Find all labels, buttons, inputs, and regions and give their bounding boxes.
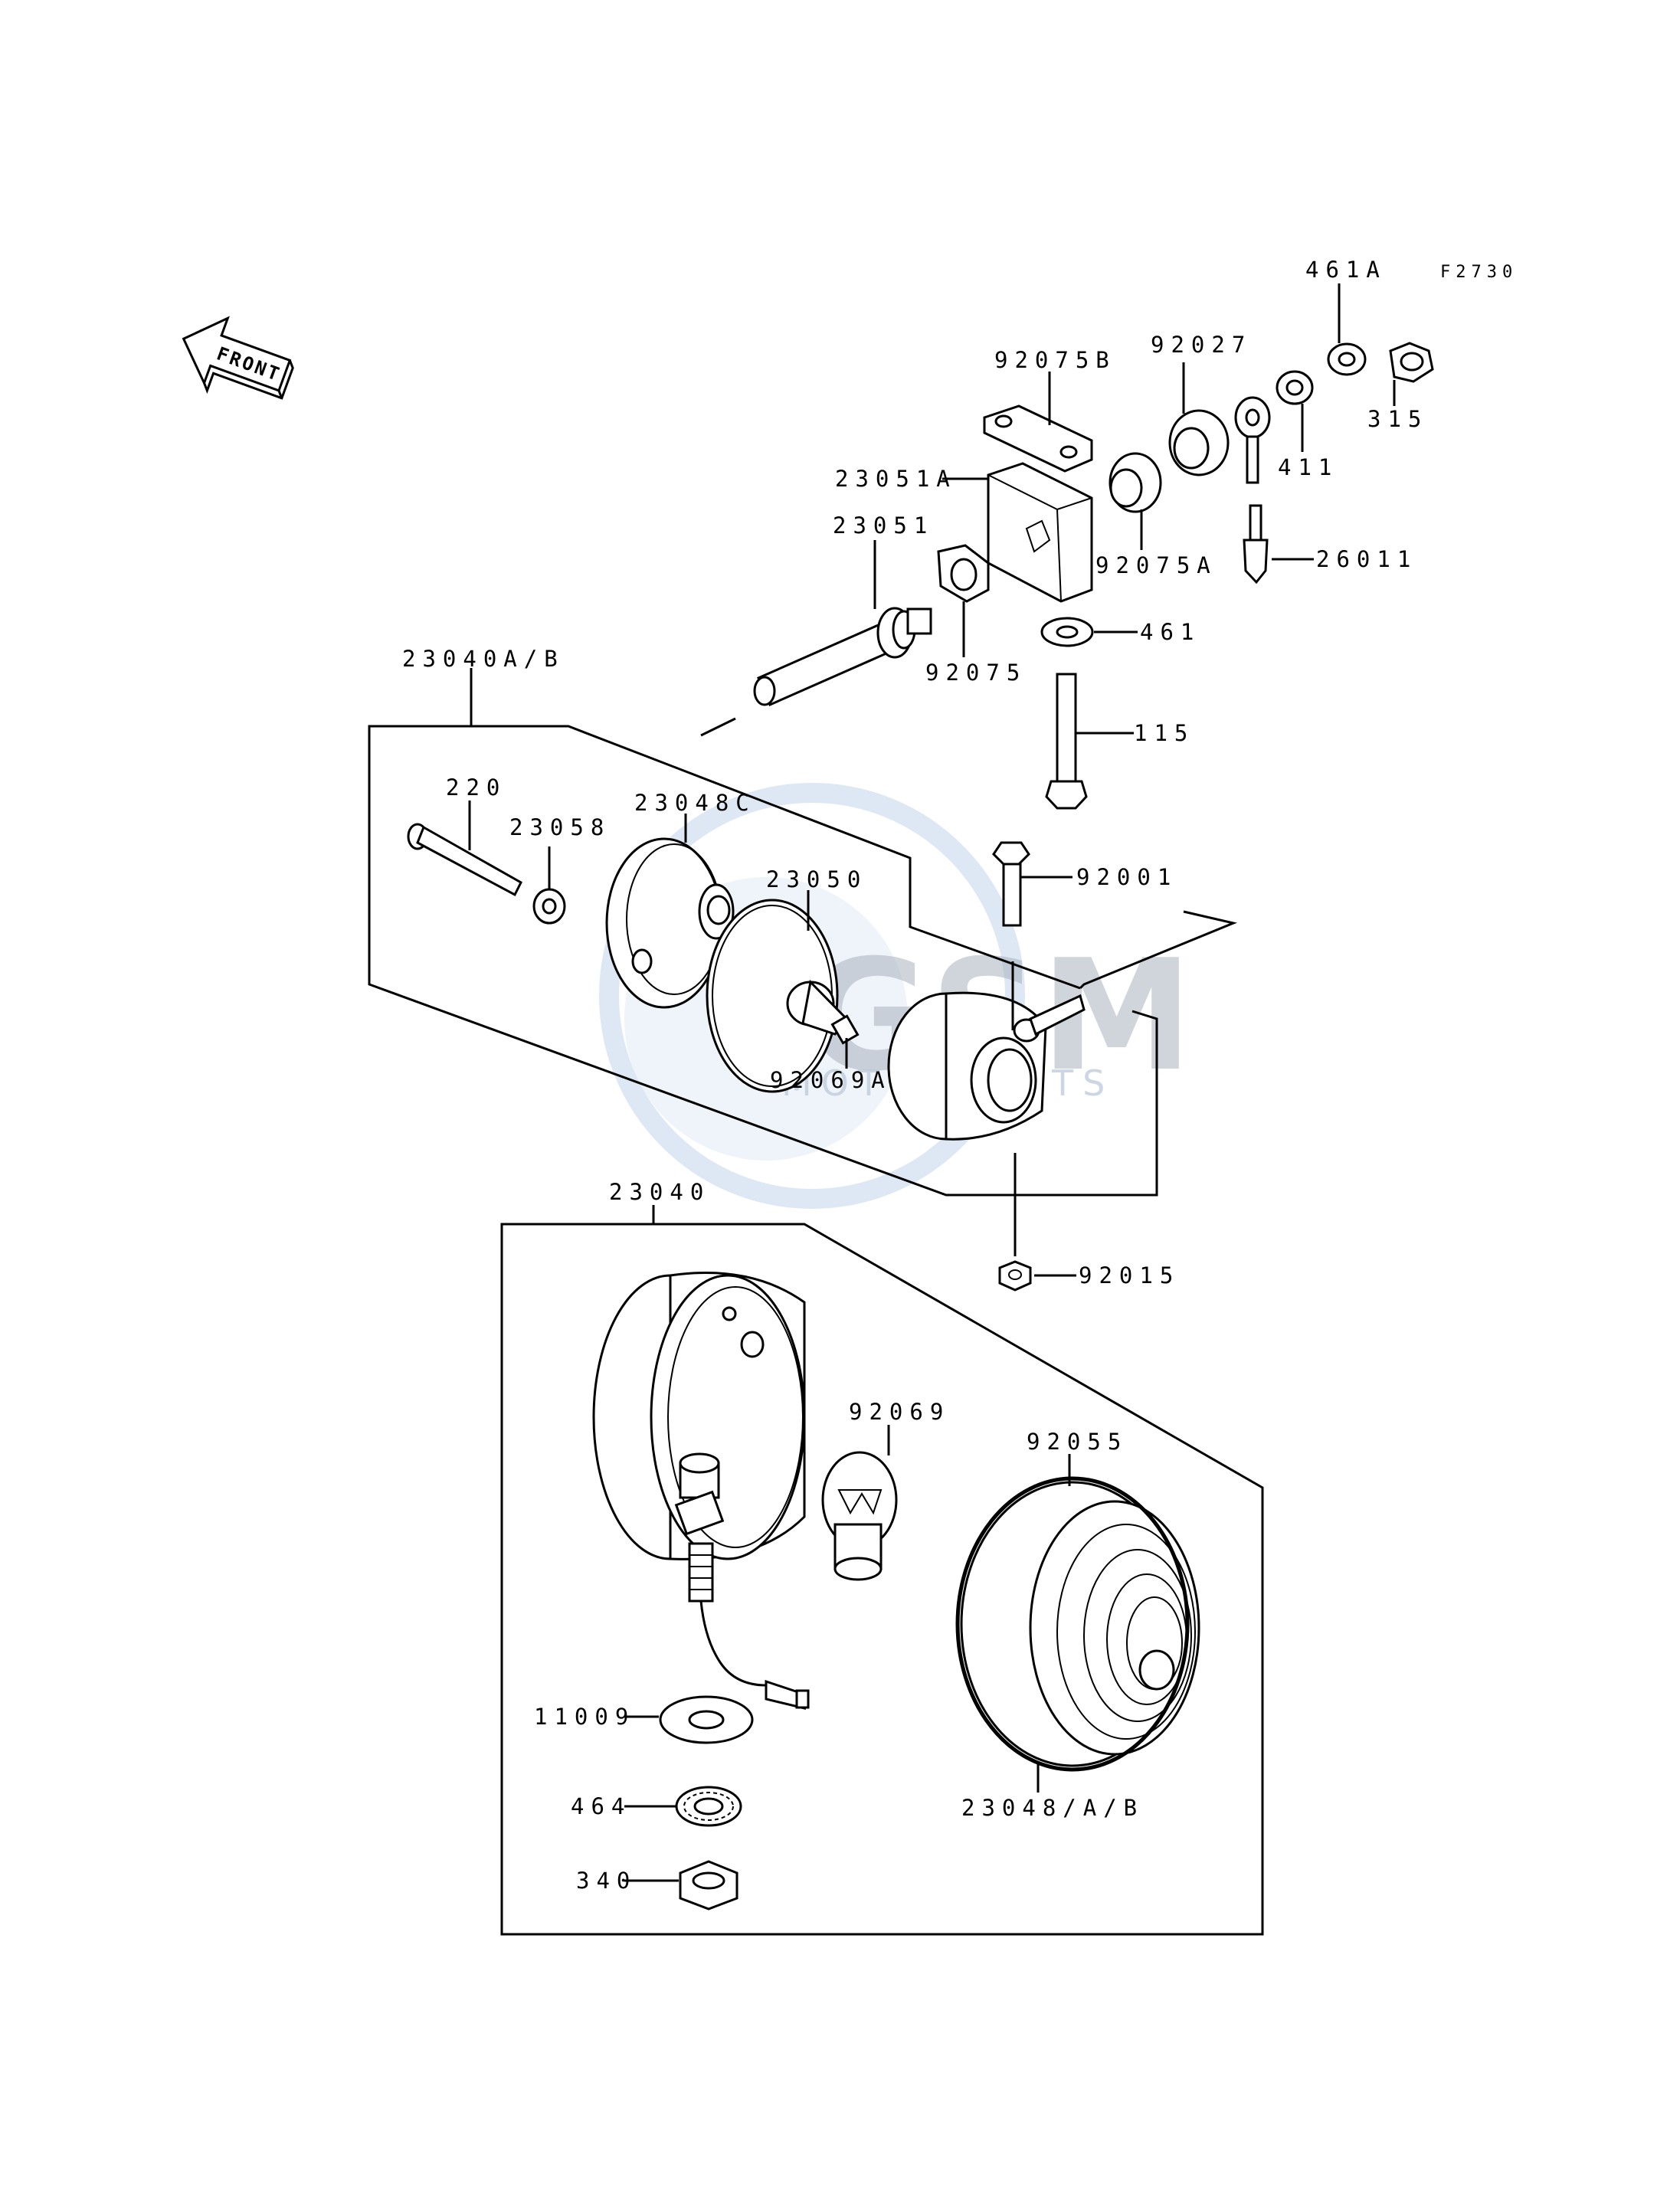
callout-92069A: 92069A <box>770 1067 892 1093</box>
callout-23048C: 23048C <box>634 790 756 816</box>
callout-23058: 23058 <box>509 814 611 840</box>
callout-461A: 461A <box>1305 257 1387 283</box>
callout-23048AB: 23048/A/B <box>961 1795 1144 1821</box>
part-23048AB-lens <box>960 1481 1200 1767</box>
callout-23050: 23050 <box>766 866 867 892</box>
part-26011-terminal <box>1234 396 1271 584</box>
callout-92075B: 92075B <box>994 347 1116 373</box>
part-23051A-bracket <box>987 462 1093 603</box>
callout-461: 461 <box>1140 619 1200 645</box>
callout-92055: 92055 <box>1027 1429 1128 1455</box>
callout-23051: 23051 <box>833 512 934 539</box>
part-23051-stem <box>753 607 932 706</box>
part-92027-damper <box>1168 409 1230 476</box>
callout-23040: 23040 <box>609 1179 710 1205</box>
callout-23040AB: 23040A/B <box>402 646 565 672</box>
part-11009-washer <box>659 1695 754 1744</box>
callout-92075A: 92075A <box>1095 552 1217 578</box>
part-340-nut <box>679 1860 738 1911</box>
callout-92069: 92069 <box>849 1399 950 1425</box>
callout-220: 220 <box>446 774 506 801</box>
callout-92027: 92027 <box>1151 332 1252 358</box>
part-92069A-bulb <box>786 979 860 1045</box>
part-464-lockwasher <box>675 1786 742 1827</box>
part-92075A-grommet <box>1109 452 1162 513</box>
callout-92075: 92075 <box>925 660 1027 686</box>
part-115-bolt <box>1045 673 1088 810</box>
part-92015-nut <box>998 1260 1032 1292</box>
part-411-washer <box>1276 370 1314 405</box>
callout-23051A: 23051A <box>835 466 957 492</box>
callout-92015: 92015 <box>1079 1262 1180 1288</box>
diagram-code: F2730 <box>1440 263 1518 282</box>
part-92001-bolt <box>992 841 1030 927</box>
part-23058-spacer <box>532 888 566 925</box>
part-lamp-housing <box>592 1272 810 1711</box>
callout-26011: 26011 <box>1316 546 1417 572</box>
part-461-washer <box>1040 617 1094 647</box>
part-turn-signal-body <box>887 991 1086 1141</box>
part-23048C-rim <box>605 837 735 1009</box>
part-92075B-plate <box>983 404 1093 473</box>
part-220-screw <box>407 823 522 897</box>
callout-411: 411 <box>1278 454 1338 480</box>
callout-464: 464 <box>571 1793 631 1819</box>
callout-115: 115 <box>1134 720 1194 746</box>
callout-340: 340 <box>576 1868 637 1894</box>
part-92069-bulb <box>821 1451 898 1581</box>
part-461A-washer <box>1327 342 1367 376</box>
front-arrow-icon: FRONT <box>182 316 294 400</box>
part-315-nut <box>1389 342 1434 383</box>
callout-11009: 11009 <box>534 1704 635 1730</box>
part-92075-gasket <box>937 544 990 603</box>
part-92055-gasket <box>955 1476 1190 1772</box>
callout-92001: 92001 <box>1076 864 1177 890</box>
callout-315: 315 <box>1367 406 1428 432</box>
